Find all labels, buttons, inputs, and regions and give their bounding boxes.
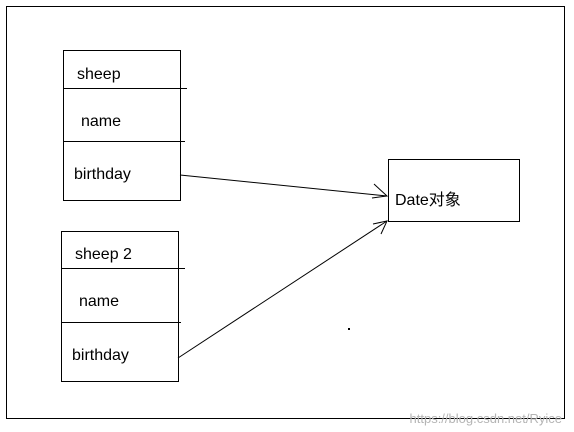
name-field: name [79,293,120,310]
sheep2-object-box: sheep 2 name birthday [61,231,179,382]
arrowhead-1 [371,183,389,199]
watermark: https://blog.csdn.net/Ryice [409,411,562,426]
date-object-box: Date对象 [388,159,520,222]
date-object-label: Date对象 [395,192,461,209]
sheep-field: sheep [77,66,121,83]
sheep2-divider-1 [61,268,185,269]
sheep-object-box: sheep name birthday [63,50,181,201]
arrow-line-2 [177,220,388,359]
sheep2-divider-2 [61,322,181,323]
stray-dot [348,328,350,330]
sheep-divider-1 [63,88,187,89]
sheep-divider-2 [63,141,185,142]
arrowhead-2 [372,220,388,235]
name-field: name [81,113,122,130]
birthday-field: birthday [72,347,129,364]
sheep2-field: sheep 2 [75,246,132,263]
birthday-field: birthday [74,166,131,183]
arrow-line-1 [179,174,388,197]
